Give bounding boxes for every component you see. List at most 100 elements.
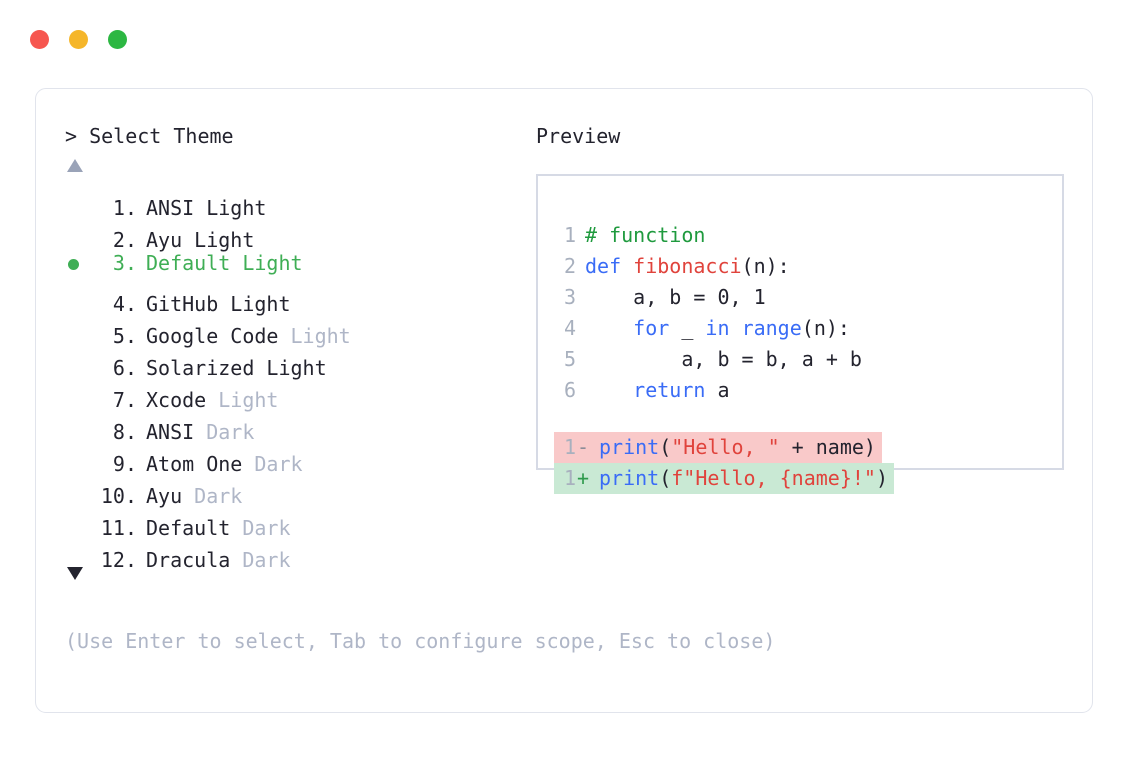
theme-item-name: Dracula [146,548,231,572]
code-token-keyword: for [633,316,670,340]
theme-item-number: 6. [112,356,137,380]
theme-list-item[interactable]: 2. Ayu Light [65,215,535,252]
code-line-content: a, b = b, a + b [576,344,862,375]
code-line-content: def fibonacci(n): [576,251,790,282]
selection-indicator-cell [65,279,95,311]
code-token-builtin: range [741,316,802,340]
theme-item-number: 9. [112,452,137,476]
theme-item-number: 2. [112,228,137,252]
theme-item-name: Xcode [146,388,207,412]
theme-list-item[interactable]: 6. Solarized Light [65,343,535,380]
theme-item-number: 12. [100,548,137,572]
code-line-content: a, b = 0, 1 [576,282,766,313]
theme-list-item[interactable]: 12. Dracula Dark [65,535,535,572]
line-number: 1 [563,223,576,247]
keyboard-hint: (Use Enter to select, Tab to configure s… [65,629,776,653]
code-token-string: "Hello, " [671,435,780,459]
code-line-content: return a [576,375,730,406]
theme-item-variant: Dark [182,484,243,508]
code-token-plain [585,378,633,402]
selection-indicator-cell [65,439,95,471]
selection-indicator-cell [65,535,95,567]
window-titlebar [30,30,127,49]
code-token-keyword: return [633,378,706,402]
theme-item-variant: Light [278,324,351,348]
selection-indicator-cell [65,503,95,535]
theme-item-name: Solarized Light [146,356,327,380]
line-number: 4 [563,316,576,340]
code-token-plain: (n): [801,316,850,340]
code-token-plain: (n): [741,254,790,278]
theme-item-number: 3. [112,251,137,275]
theme-list-item[interactable]: 8.ANSI Dark [65,407,535,444]
selection-indicator-cell [65,471,95,503]
theme-item-name: Ayu [146,484,183,508]
theme-item-name: Default [146,516,231,540]
theme-item-name: GitHub Light [146,292,291,316]
code-line-content: # function [576,220,705,251]
code-token-builtin: print [599,466,660,490]
selection-indicator-cell [65,343,95,375]
code-token-plain: a, b = 0, 1 [585,285,766,309]
diff-line-content: print("Hello, " + name) [590,432,882,463]
theme-list-item[interactable]: 9. Atom One Dark [65,439,535,476]
theme-list-item[interactable]: 7.Xcode Light [65,375,535,412]
code-token-plain: ( [659,435,672,459]
code-token-plain: ( [659,466,672,490]
theme-item-name: Default Light [146,251,303,275]
code-token-plain: a [705,378,730,402]
code-line: 5 a, b = b, a + b [554,344,894,375]
select-theme-header: > Select Theme [65,122,535,150]
code-token-plain [730,316,742,340]
theme-item-variant: Dark [230,548,291,572]
code-token-string: f"Hello, {name}!" [671,466,876,490]
theme-list-item[interactable]: 4.GitHub Light [65,279,535,316]
theme-item-name: Google Code [146,324,279,348]
minimize-button[interactable] [69,30,88,49]
code-spacer [554,406,894,432]
code-token-plain: + name) [779,435,876,459]
zoom-button[interactable] [108,30,127,49]
line-number: 6 [563,378,576,402]
theme-item-variant: Dark [242,452,303,476]
code-line: 4 for _ in range(n): [554,313,894,344]
theme-item-number: 11. [100,516,137,540]
theme-list-item[interactable]: 10.Ayu Dark [65,471,535,508]
code-line-content: for _ in range(n): [576,313,850,344]
selected-bullet-icon [68,259,79,270]
scroll-down-icon[interactable] [67,567,83,580]
selection-indicator-cell [65,215,95,247]
diff-line-number: 1 [563,435,576,459]
theme-list[interactable]: 1.ANSI Light 2. Ayu Light 3. Default Light 4.… [65,183,535,572]
diff-line-content: print(f"Hello, {name}!") [590,463,894,494]
code-token-plain [585,316,633,340]
theme-item-variant: Dark [230,516,291,540]
code-line: 1# function [554,220,894,251]
preview-label: Preview [536,124,621,148]
selection-indicator-cell [65,311,95,343]
theme-item-name: Atom One [146,452,243,476]
code-token-keyword: def [585,254,634,278]
theme-list-item[interactable]: 5. Google Code Light [65,311,535,348]
scroll-up-icon[interactable] [67,159,83,172]
line-number: 5 [563,347,576,371]
preview-panel-header: Preview [536,122,1066,150]
theme-list-item[interactable]: 11. Default Dark [65,503,535,540]
theme-list-item[interactable]: 3. Default Light [65,247,535,279]
diff-sign: - [576,435,590,459]
diff-sign: + [576,466,590,490]
theme-item-name: Ayu Light [146,228,255,252]
theme-item-number: 7. [112,388,137,412]
close-button[interactable] [30,30,49,49]
theme-item-number: 5. [112,324,137,348]
code-token-keyword: in [705,316,730,340]
code-line: 6 return a [554,375,894,406]
diff-line-added: 1+print(f"Hello, {name}!") [554,463,895,494]
theme-list-item[interactable]: 1.ANSI Light [65,183,535,220]
code-token-func: fibonacci [633,254,742,278]
